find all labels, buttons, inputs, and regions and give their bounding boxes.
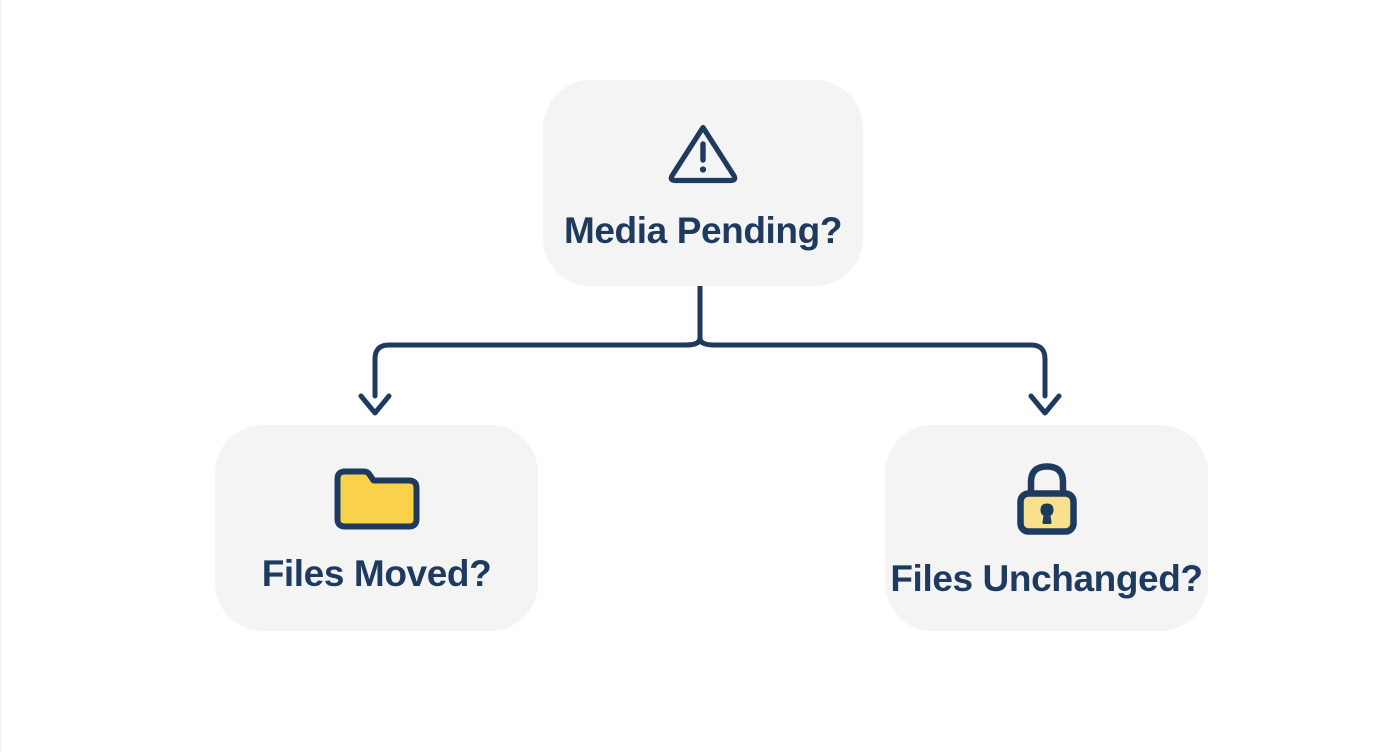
warning-triangle-icon xyxy=(665,118,741,188)
folder-icon xyxy=(331,465,423,533)
node-label-media-pending: Media Pending? xyxy=(563,209,843,251)
node-files-unchanged[interactable]: Files Unchanged? xyxy=(885,425,1208,631)
edge-root-to-moved xyxy=(372,335,703,399)
node-files-moved[interactable]: Files Moved? xyxy=(215,425,538,631)
arrowhead-to-moved xyxy=(358,393,392,416)
edge-root-to-unchanged xyxy=(683,335,1048,399)
node-media-pending[interactable]: Media Pending? xyxy=(543,80,863,286)
node-label-files-unchanged: Files Unchanged? xyxy=(890,557,1203,599)
node-label-files-moved: Files Moved? xyxy=(261,552,492,594)
lock-icon xyxy=(1010,460,1084,538)
arrowhead-to-unchanged xyxy=(1028,393,1062,416)
